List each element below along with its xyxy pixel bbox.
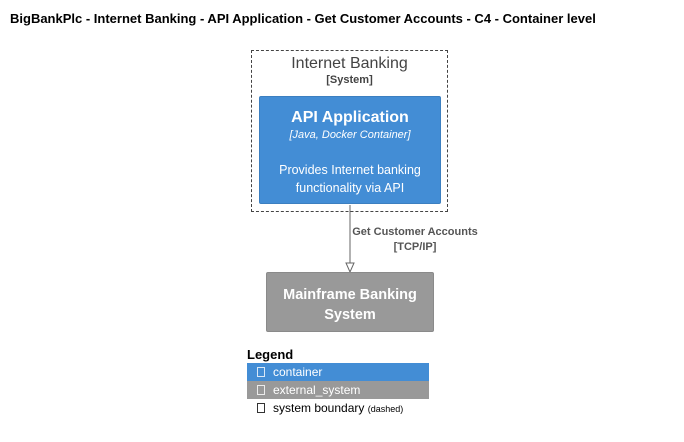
legend: Legend container external_system system … xyxy=(247,347,429,417)
legend-item-system-boundary: system boundary (dashed) xyxy=(247,399,429,417)
boundary-type: [System] xyxy=(326,74,373,86)
legend-label: container xyxy=(273,365,323,379)
legend-label: system boundary xyxy=(273,401,365,415)
mainframe-banking-system[interactable]: Mainframe Banking System xyxy=(266,272,434,332)
relationship-technology: [TCP/IP] xyxy=(393,241,437,253)
external-system-swatch-icon xyxy=(257,385,265,395)
container-swatch-icon xyxy=(257,367,265,377)
boundary-swatch-icon xyxy=(257,403,265,413)
legend-title: Legend xyxy=(247,347,294,362)
container-name: API Application xyxy=(291,109,409,126)
relationship-name: Get Customer Accounts xyxy=(352,226,478,238)
diagram-title: BigBankPlc - Internet Banking - API Appl… xyxy=(10,11,596,26)
relationship-label: Get Customer Accounts [TCP/IP] xyxy=(340,225,490,255)
legend-item-external-system: external_system xyxy=(247,381,429,399)
legend-label: external_system xyxy=(273,383,361,397)
api-application-container[interactable]: API Application [Java, Docker Container]… xyxy=(259,96,441,204)
boundary-name: Internet Banking xyxy=(291,55,408,72)
external-system-name: Mainframe Banking System xyxy=(283,287,417,323)
container-technology: [Java, Docker Container] xyxy=(289,129,411,141)
legend-note: (dashed) xyxy=(367,404,404,414)
container-description: Provides Internet banking functionality … xyxy=(279,163,421,195)
legend-item-container: container xyxy=(247,363,429,381)
